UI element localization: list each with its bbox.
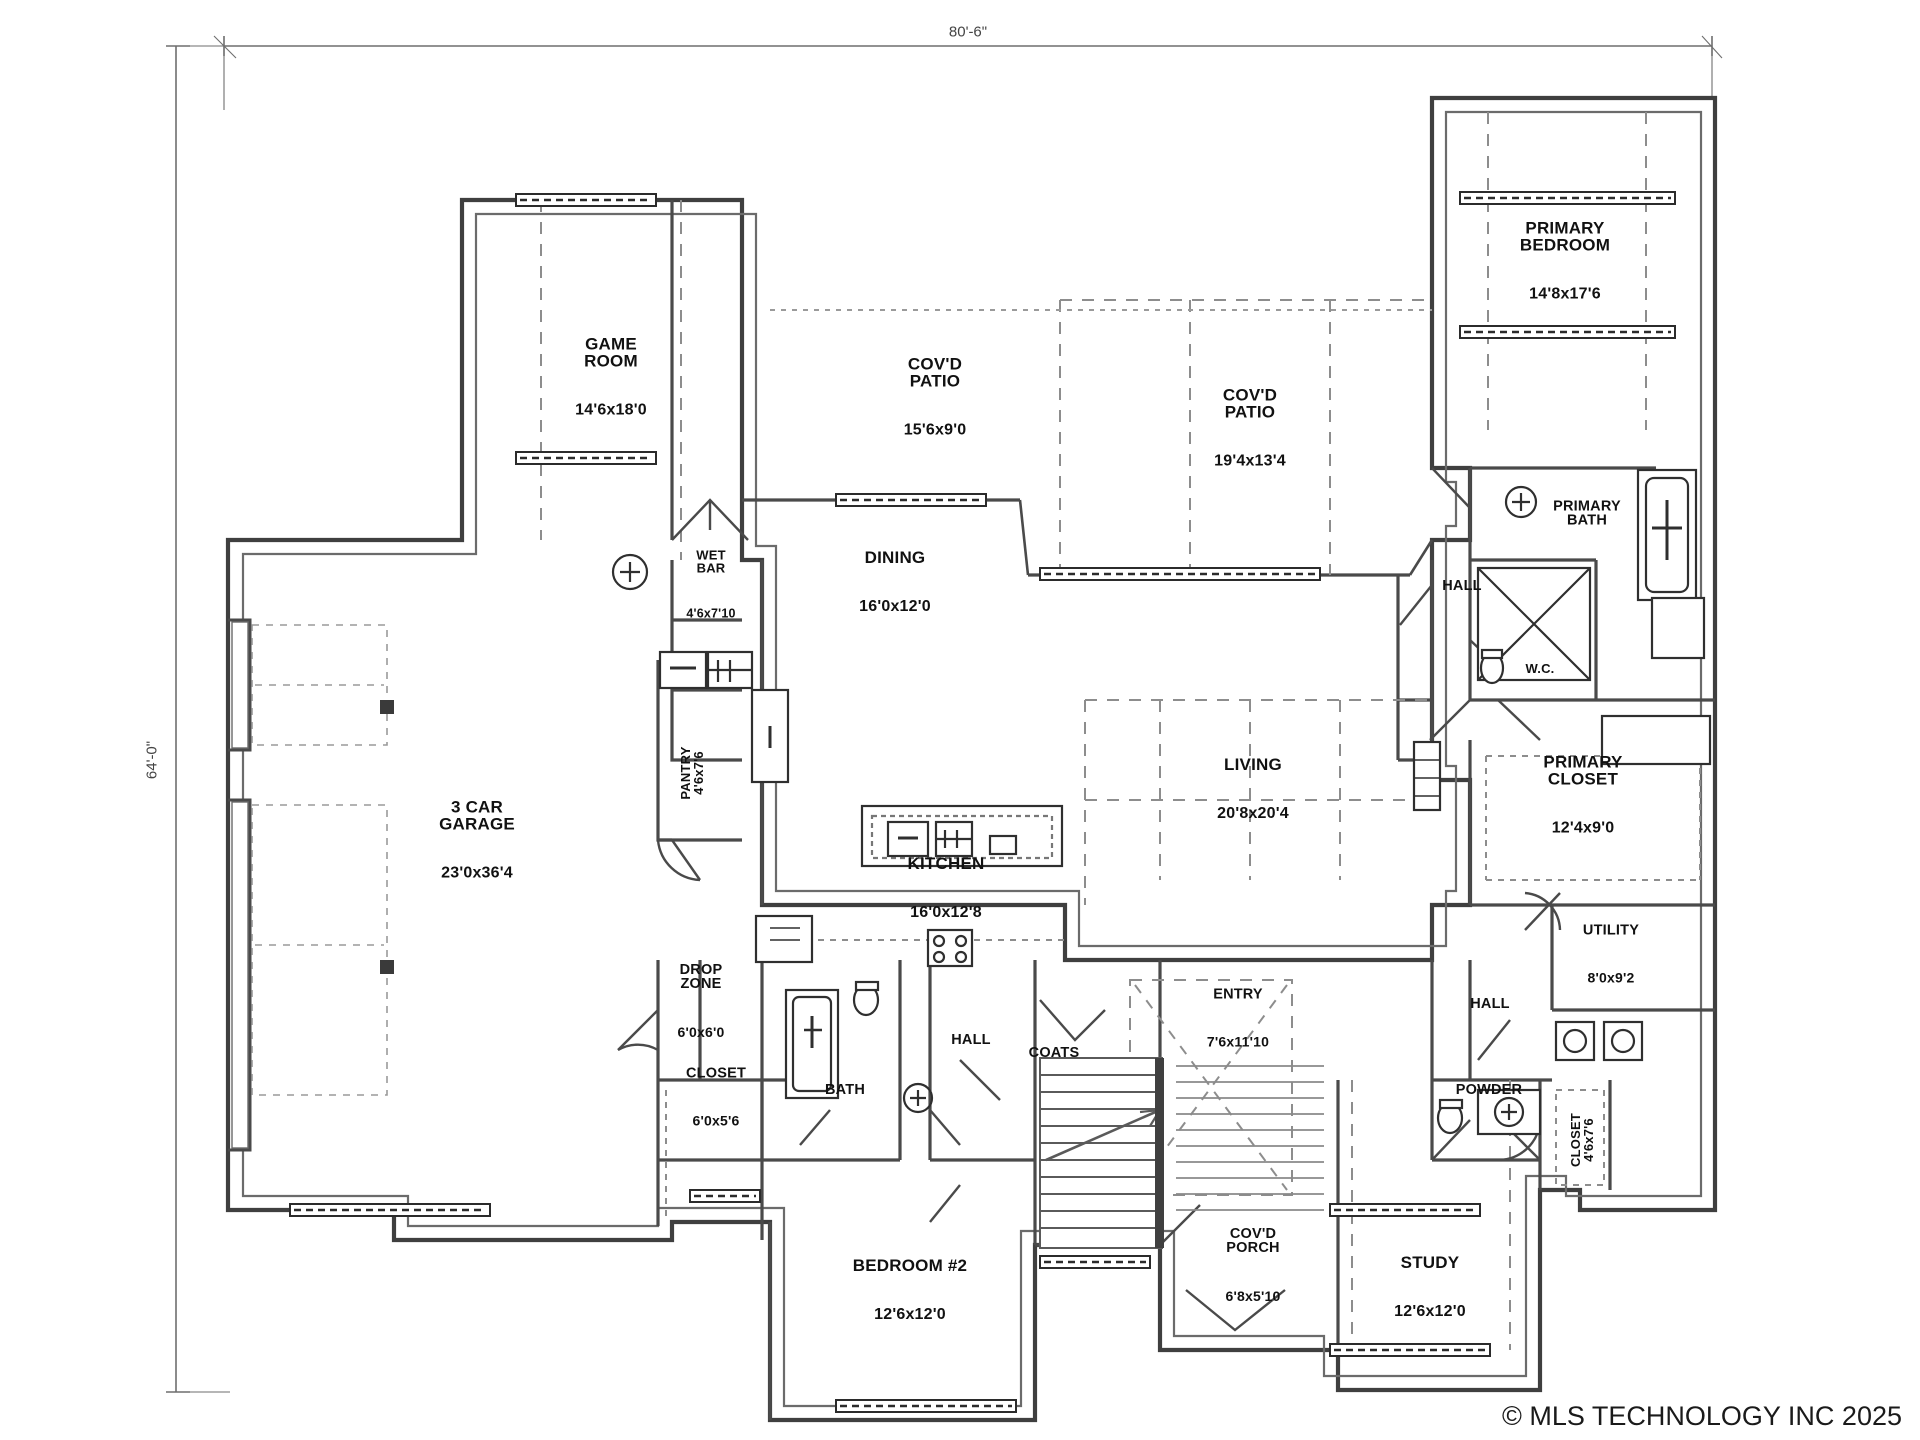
room-dimension: 12'6x12'0: [1394, 1302, 1466, 1320]
room-name: HALL: [1470, 995, 1510, 1012]
room-dimension: 16'0x12'0: [859, 597, 931, 615]
room-label-pantry: PANTRY 4'6x7'6: [646, 746, 738, 799]
room-label-dining: DINING 16'0x12'0: [859, 516, 931, 648]
room-label-study: STUDY 12'6x12'0: [1394, 1221, 1466, 1353]
room-label-closet-study: CLOSET 4'6x7'6: [1536, 1113, 1628, 1167]
room-name: W.C.: [1525, 660, 1555, 676]
staircase: [1039, 1057, 1164, 1249]
room-dimension: 14'8x17'6: [1529, 285, 1601, 303]
room-label-covd-patio-1: COV'D PATIO 15'6x9'0: [904, 323, 967, 472]
room-label-kitchen: KITCHEN 16'0x12'8: [908, 822, 985, 954]
room-label-garage: 3 CAR GARAGE 23'0x36'4: [439, 766, 515, 915]
overall-height-dimension: 64'-0": [143, 740, 161, 780]
garage-parking-guides: [251, 624, 388, 1096]
room-label-bath: BATH: [825, 1050, 865, 1130]
room-name: PANTRY 4'6x7'6: [677, 746, 706, 800]
room-dimension: 16'0x12'8: [910, 903, 982, 921]
room-dimension: 19'4x13'4: [1214, 452, 1286, 470]
room-label-hall-bath: HALL: [951, 1000, 990, 1080]
room-name: WET BAR: [696, 547, 726, 576]
room-label-primary-closet: PRIMARY CLOSET 12'4x9'0: [1543, 721, 1622, 870]
room-name: KITCHEN: [907, 853, 985, 873]
room-label-living: LIVING 20'8x20'4: [1217, 723, 1289, 855]
exterior-walls: [225, 95, 1718, 1423]
room-label-closet-hall: CLOSET 6'0x5'6: [686, 1034, 746, 1161]
room-dimension: 4'6x7'10: [686, 606, 736, 621]
room-label-drop-zone: DROP ZONE 6'0x6'0: [678, 930, 725, 1072]
room-name: COV'D PORCH: [1226, 1225, 1280, 1257]
room-label-covd-patio-2: COV'D PATIO 19'4x13'4: [1214, 354, 1286, 503]
room-label-hall-primary: HALL: [1442, 546, 1481, 626]
room-dimension: 6'0x6'0: [677, 1023, 725, 1040]
room-dimension: 20'8x20'4: [1217, 804, 1289, 822]
room-label-primary-bath: PRIMARY BATH: [1553, 467, 1621, 562]
room-name: HALL: [1442, 577, 1482, 594]
interior-walls: [656, 200, 1715, 1420]
room-name: PRIMARY BEDROOM: [1519, 218, 1611, 255]
room-name: PRIMARY CLOSET: [1543, 752, 1623, 789]
room-name: HALL: [951, 1031, 991, 1048]
room-dimension: 15'6x9'0: [903, 421, 967, 439]
room-dimension: 6'8x5'10: [1225, 1287, 1281, 1304]
room-name: STUDY: [1400, 1252, 1460, 1272]
room-name: COV'D PATIO: [1222, 385, 1278, 422]
doors: [617, 467, 1562, 1332]
room-name: POWDER: [1455, 1081, 1523, 1098]
plumbing-and-appliance-fixtures: [611, 468, 1712, 1136]
room-name: GAME ROOM: [584, 334, 638, 371]
overall-width-dimension: 80'-6": [948, 23, 988, 41]
garage-walls: [228, 618, 252, 1152]
room-name: ENTRY: [1213, 986, 1263, 1003]
room-label-entry: ENTRY 7'6x11'10: [1207, 955, 1269, 1082]
room-name: PRIMARY BATH: [1553, 498, 1621, 529]
windows: [289, 191, 1676, 1413]
room-name: DINING: [864, 547, 926, 567]
room-dimension: 14'6x18'0: [575, 401, 647, 419]
room-label-wc: W.C.: [1526, 629, 1555, 708]
room-name: LIVING: [1224, 754, 1282, 774]
room-name: COV'D PATIO: [907, 354, 963, 391]
room-dimension: 6'0x5'6: [692, 1112, 740, 1129]
room-dimension: 7'6x11'10: [1206, 1033, 1270, 1050]
room-dimension: 23'0x36'4: [441, 864, 513, 882]
ceiling-tray-guides: [540, 112, 1701, 1350]
room-label-bedroom-2: BEDROOM #2 12'6x12'0: [853, 1224, 967, 1356]
room-name: CLOSET 4'6x7'6: [1567, 1113, 1596, 1167]
room-name: UTILITY: [1582, 922, 1640, 939]
room-label-powder: POWDER: [1456, 1050, 1522, 1130]
room-name: BATH: [825, 1081, 865, 1098]
garage-wall-anchors: [380, 700, 394, 974]
dimension-lines: [166, 35, 1723, 1393]
room-name: DROP ZONE: [679, 961, 723, 993]
room-name: COATS: [1028, 1044, 1080, 1061]
room-label-covd-porch: COV'D PORCH 6'8x5'10: [1226, 1194, 1281, 1336]
porch-floor-hatch: [1176, 1065, 1324, 1211]
room-dimension: 8'0x9'2: [1587, 969, 1635, 986]
room-label-hall-utility: HALL: [1470, 964, 1509, 1044]
room-dimension: 12'4x9'0: [1551, 819, 1615, 837]
room-name: CLOSET: [685, 1065, 747, 1082]
room-name: BEDROOM #2: [852, 1255, 968, 1275]
room-name: 3 CAR GARAGE: [439, 797, 515, 834]
room-label-game-room: GAME ROOM 14'6x18'0: [575, 303, 647, 452]
copyright-notice: © MLS TECHNOLOGY INC 2025: [1501, 1401, 1902, 1431]
room-label-coats: COATS: [1029, 1013, 1080, 1093]
room-dimension: 12'6x12'0: [874, 1305, 946, 1323]
room-label-utility: UTILITY 8'0x9'2: [1583, 891, 1639, 1018]
room-label-primary-bedroom: PRIMARY BEDROOM 14'8x17'6: [1520, 187, 1610, 336]
room-label-wet-bar: WET BAR 4'6x7'10: [686, 515, 735, 652]
